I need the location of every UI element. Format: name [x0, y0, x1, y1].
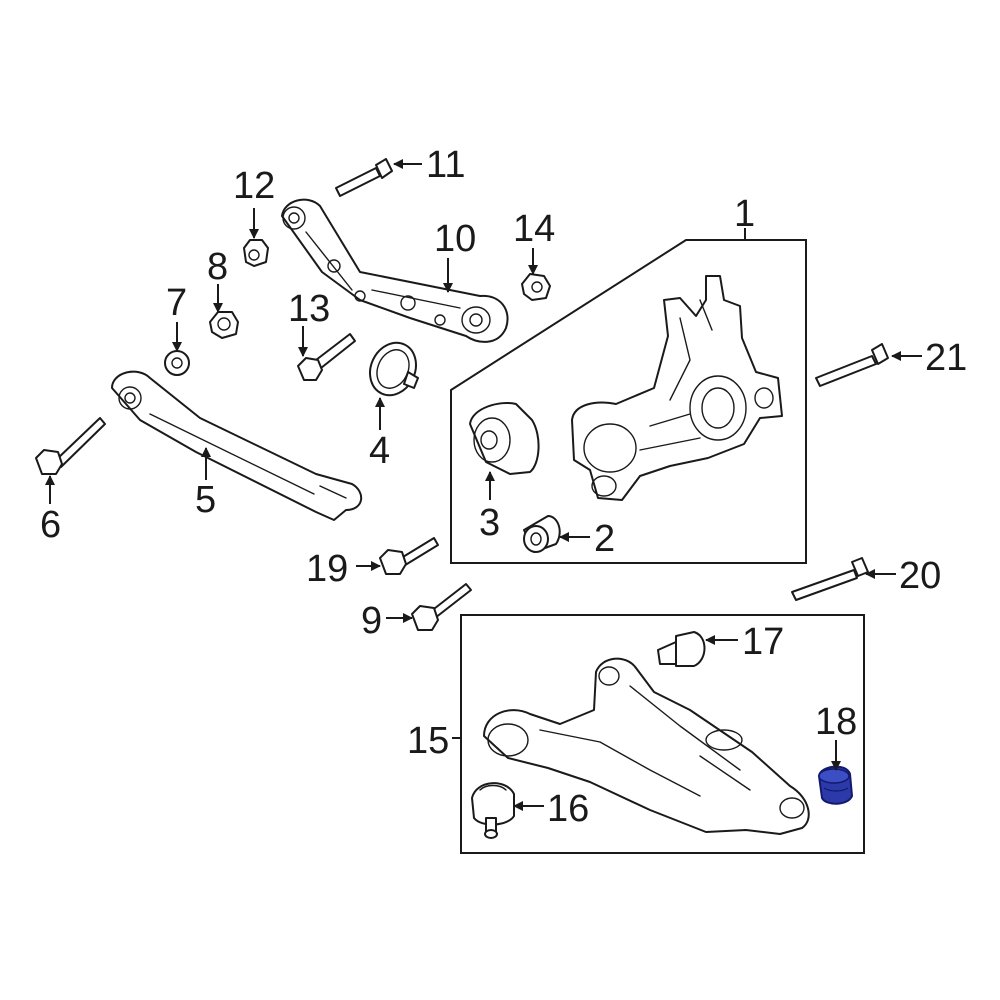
callout-21: 21 — [925, 337, 967, 379]
part-3-bushing[interactable] — [469, 402, 540, 475]
callout-14: 14 — [513, 208, 555, 250]
part-19-bolt[interactable] — [379, 537, 439, 575]
callout-1: 1 — [734, 193, 755, 235]
part-9-bolt[interactable] — [411, 583, 472, 631]
callout-19: 19 — [306, 548, 348, 590]
part-8-nut[interactable] — [209, 311, 239, 339]
part-2-bushing[interactable] — [523, 515, 561, 553]
part-16-ball-joint[interactable] — [471, 782, 515, 839]
leader-arrows — [45, 159, 922, 811]
part-4-seal[interactable] — [362, 335, 425, 403]
callout-10: 10 — [434, 218, 476, 260]
callout-17: 17 — [742, 621, 784, 663]
part-18-bushing-highlighted[interactable] — [817, 765, 854, 805]
part-7-nut[interactable] — [164, 350, 190, 376]
callout-5: 5 — [195, 479, 216, 521]
callout-7: 7 — [166, 282, 187, 324]
callout-3: 3 — [479, 502, 500, 544]
part-13-bolt[interactable] — [297, 333, 356, 381]
callout-20: 20 — [899, 555, 941, 597]
callout-4: 4 — [369, 430, 390, 472]
callout-15: 15 — [407, 720, 449, 762]
callout-11: 11 — [426, 144, 465, 186]
callout-12: 12 — [233, 165, 275, 207]
callout-16: 16 — [547, 788, 589, 830]
part-15-lower-arm[interactable] — [483, 657, 810, 835]
part-10-upper-arm[interactable] — [281, 198, 509, 343]
callout-9: 9 — [361, 600, 382, 642]
part-11-bolt[interactable] — [335, 158, 393, 197]
part-5-lower-link[interactable] — [111, 370, 362, 521]
part-21-bolt[interactable] — [815, 343, 889, 387]
part-20-bolt[interactable] — [791, 557, 869, 601]
callout-13: 13 — [288, 288, 330, 330]
callout-6: 6 — [40, 504, 61, 546]
part-17-bushing[interactable] — [657, 631, 706, 667]
callout-labels: 1 2 3 4 5 6 7 8 9 10 11 12 13 14 15 16 1… — [40, 144, 967, 830]
part-6-bolt[interactable] — [35, 417, 106, 475]
part-12-nut[interactable] — [243, 239, 269, 267]
part-14-nut[interactable] — [521, 273, 551, 301]
group-frame-15 — [452, 614, 865, 854]
part-1-knuckle[interactable] — [571, 275, 783, 501]
group-frame-1 — [450, 228, 807, 564]
callout-18: 18 — [815, 701, 857, 743]
callout-2: 2 — [594, 518, 615, 560]
callout-8: 8 — [207, 246, 228, 288]
